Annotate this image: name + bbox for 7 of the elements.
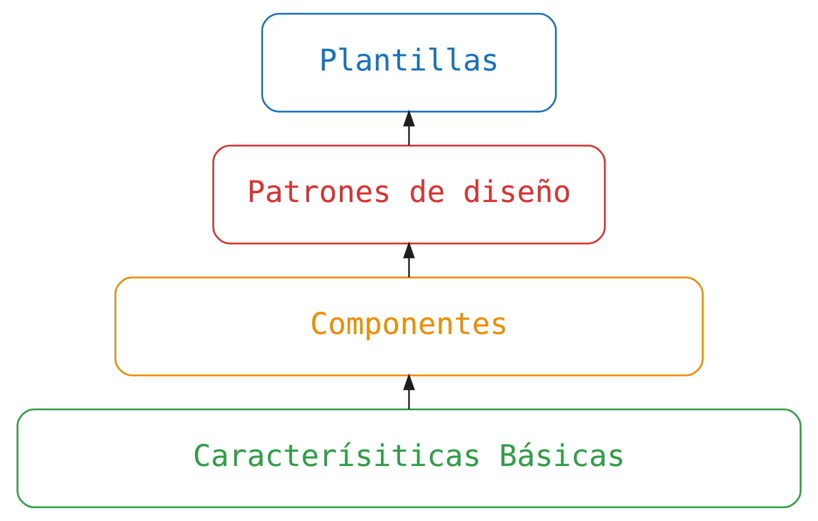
node-box: Patrones de diseño <box>212 144 606 244</box>
arrow <box>403 241 415 278</box>
arrow <box>403 110 415 146</box>
node-box: Componentes <box>114 276 704 376</box>
node-box: Plantillas <box>261 12 557 112</box>
arrow <box>403 373 415 410</box>
node-box: Caracterísiticas Básicas <box>16 408 802 508</box>
